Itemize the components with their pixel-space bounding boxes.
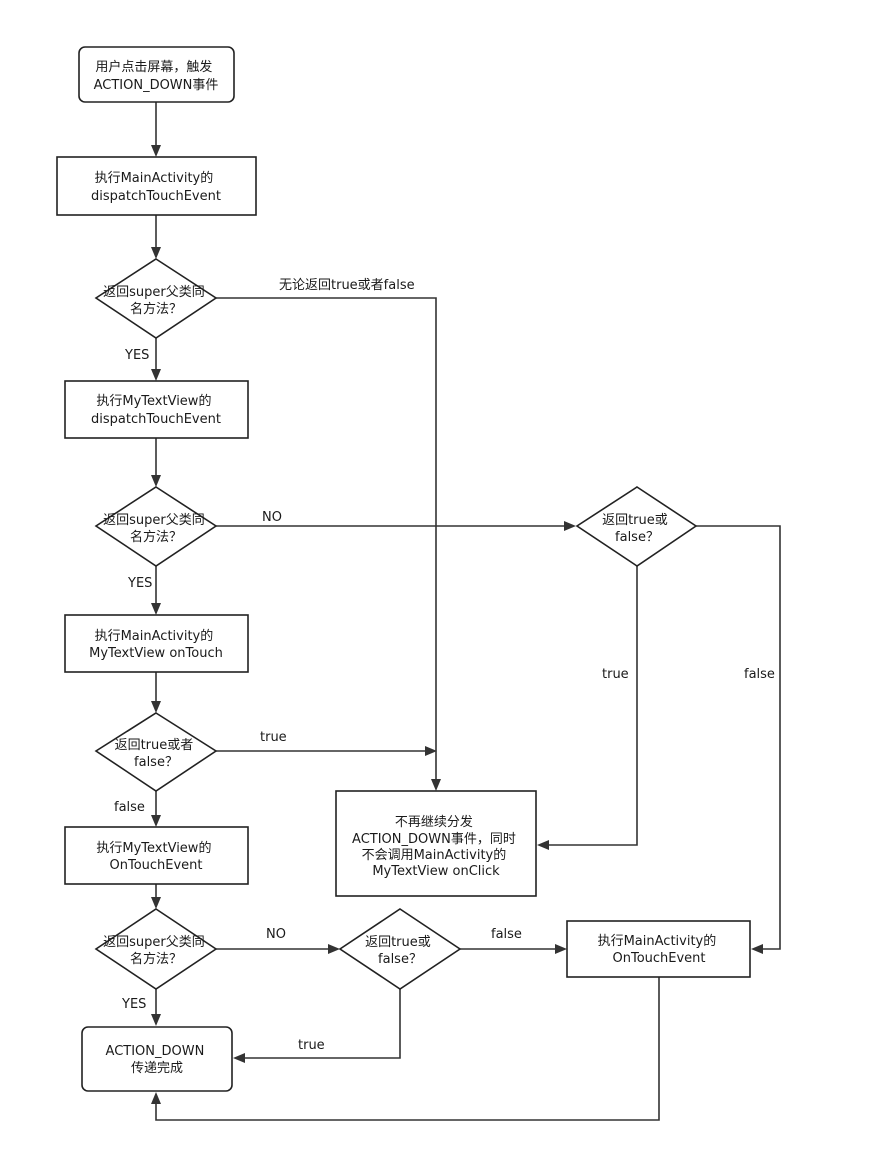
node-decision-2: 返回super父类同 名方法？ [94,486,218,567]
svg-text:执行MainActivity的 MyTextVi: 执行MainActivity的 MyTextView onTouch [89,628,223,661]
svg-text:不再继续分发 ACTION_DOWN事件，同时: 不再继续分发 ACTION_DOWN事件，同时 不会调用MainActivity… [352,814,520,879]
node-decision-5: 返回true或 false？ [338,908,462,990]
node-text-line: 不再继续分发 [395,814,473,830]
edge-label-yes-3: YES [121,997,146,1012]
svg-text:返回true或者 false？: 返回true或者 false？ [115,738,198,770]
svg-text:返回super父类同 名方法？: 返回super父类同 名方法？ [103,285,209,317]
arrow-right-icon [425,746,437,756]
node-mytextview-dispatch: 执行MyTextView的 dispatchTouchEvent [64,380,249,439]
node-text-line: 返回super父类同 [103,285,205,300]
arrow-down-icon [151,247,161,259]
edge-label-any-result: 无论返回true或者false [279,278,415,293]
node-mytextview-ontouchevent: 执行MyTextView的 OnTouchEvent [64,826,249,885]
node-text-line: ACTION_DOWN [106,1044,205,1059]
edge-label-true-2: true [260,730,287,745]
svg-text:返回super父类同 名方法？: 返回super父类同 名方法？ [103,513,209,545]
edge-label-true-3: true [298,1038,325,1053]
node-text-line: OnTouchEvent [612,951,705,966]
arrow-down-icon [151,603,161,615]
node-text-line: 执行MainActivity的 [95,628,214,644]
edge-label-yes-2: YES [127,576,152,591]
edge-label-yes-1: YES [124,348,149,363]
node-text-line: 用户点击屏幕，触发 [95,59,212,75]
node-text-line: 执行MainActivity的 [95,170,214,186]
node-decision-right-1: 返回true或 false？ [575,486,698,567]
node-start: 用户点击屏幕，触发 ACTION_DOWN事件 [78,46,235,103]
arrow-left-icon [751,944,763,954]
arrowheads [151,145,763,1104]
node-text-line: 不会调用MainActivity的 [362,847,507,863]
edge-label-false-2: false [114,800,145,815]
edge-main-ontouchevent-to-done [155,977,660,1121]
node-text-line: 执行MyTextView的 [96,393,211,409]
node-text-line: 名方法？ [130,951,182,967]
node-text-line: ACTION_DOWN事件 [94,78,219,93]
node-done: ACTION_DOWN 传递完成 [81,1026,233,1092]
node-text-line: false？ [615,530,659,545]
svg-text:执行MainActivity的 dispatch: 执行MainActivity的 dispatchTouchEvent [91,170,221,204]
node-text-line: 执行MainActivity的 [598,933,717,949]
arrow-right-icon [564,521,576,531]
svg-text:执行MainActivity的 OnTouchE: 执行MainActivity的 OnTouchEvent [598,933,721,966]
edge-label-false-3: false [491,927,522,942]
svg-text:返回true或 false？: 返回true或 false？ [365,935,435,967]
node-text-line: 执行MyTextView的 [96,840,211,856]
node-text-line: dispatchTouchEvent [91,412,221,427]
arrow-down-icon [431,779,441,791]
node-text-line: MyTextView onTouch [89,646,223,661]
node-text-line: 名方法？ [130,529,182,545]
node-text-line: dispatchTouchEvent [91,189,221,204]
svg-text:ACTION_DOWN 传递完成: ACTION_DOWN 传递完成 [106,1044,209,1076]
edges [155,102,781,1121]
node-main-ontouchevent: 执行MainActivity的 OnTouchEvent [566,920,751,978]
edge-decision-right-1-false [696,525,781,950]
node-text-line: 名方法？ [130,301,182,317]
node-text-line: 返回super父类同 [103,935,205,950]
edge-decision-1-to-stop-dispatch [216,297,437,784]
node-text-line: MyTextView onClick [372,864,500,879]
arrow-right-icon [328,944,340,954]
node-text-line: 返回true或 [365,935,431,950]
node-text-line: false？ [378,952,422,967]
node-decision-3: 返回true或者 false？ [94,712,218,792]
arrow-right-icon [555,944,567,954]
arrow-down-icon [151,815,161,827]
edge-labels: 无论返回true或者false YES NO YES true false tr… [114,278,775,1053]
node-text-line: OnTouchEvent [109,858,202,873]
node-main-dispatch: 执行MainActivity的 dispatchTouchEvent [56,156,257,216]
svg-text:执行MyTextView的 dispatchTo: 执行MyTextView的 dispatchTouchEvent [91,393,221,427]
arrow-down-icon [151,475,161,487]
edge-decision-right-1-true [544,566,638,846]
node-text-line: 返回true或 [602,513,668,528]
node-stop-dispatch: 不再继续分发 ACTION_DOWN事件，同时 不会调用MainActivity… [335,790,537,897]
svg-text:返回true或 false？: 返回true或 false？ [602,513,672,545]
node-main-ontouch: 执行MainActivity的 MyTextView onTouch [64,614,249,673]
edge-label-no-2: NO [266,927,286,942]
svg-text:返回super父类同 名方法？: 返回super父类同 名方法？ [103,935,209,967]
edge-label-no-1: NO [262,510,282,525]
node-text-line: ACTION_DOWN事件，同时 [352,832,516,847]
node-text-line: 返回true或者 [115,738,194,753]
svg-text:用户点击屏幕，触发 ACTION_DOWN事件: 用户点击屏幕，触发 ACTION_DOWN事件 [94,59,219,93]
node-decision-4: 返回super父类同 名方法？ [94,908,218,990]
node-text-line: false？ [134,755,178,770]
arrow-left-icon [537,840,549,850]
arrow-down-icon [151,701,161,713]
node-decision-1: 返回super父类同 名方法？ [94,258,218,339]
arrow-down-icon [151,1014,161,1026]
arrow-down-icon [151,897,161,909]
node-text-line: 返回super父类同 [103,513,205,528]
arrow-left-icon [233,1053,245,1063]
edge-decision-5-true [240,989,401,1059]
node-text-line: 传递完成 [131,1061,183,1076]
edge-label-true-1: true [602,667,629,682]
arrow-down-icon [151,369,161,381]
svg-text:执行MyTextView的 OnTouchEve: 执行MyTextView的 OnTouchEvent [96,840,215,873]
edge-label-false-1: false [744,667,775,682]
arrow-up-icon [151,1092,161,1104]
arrow-down-icon [151,145,161,157]
